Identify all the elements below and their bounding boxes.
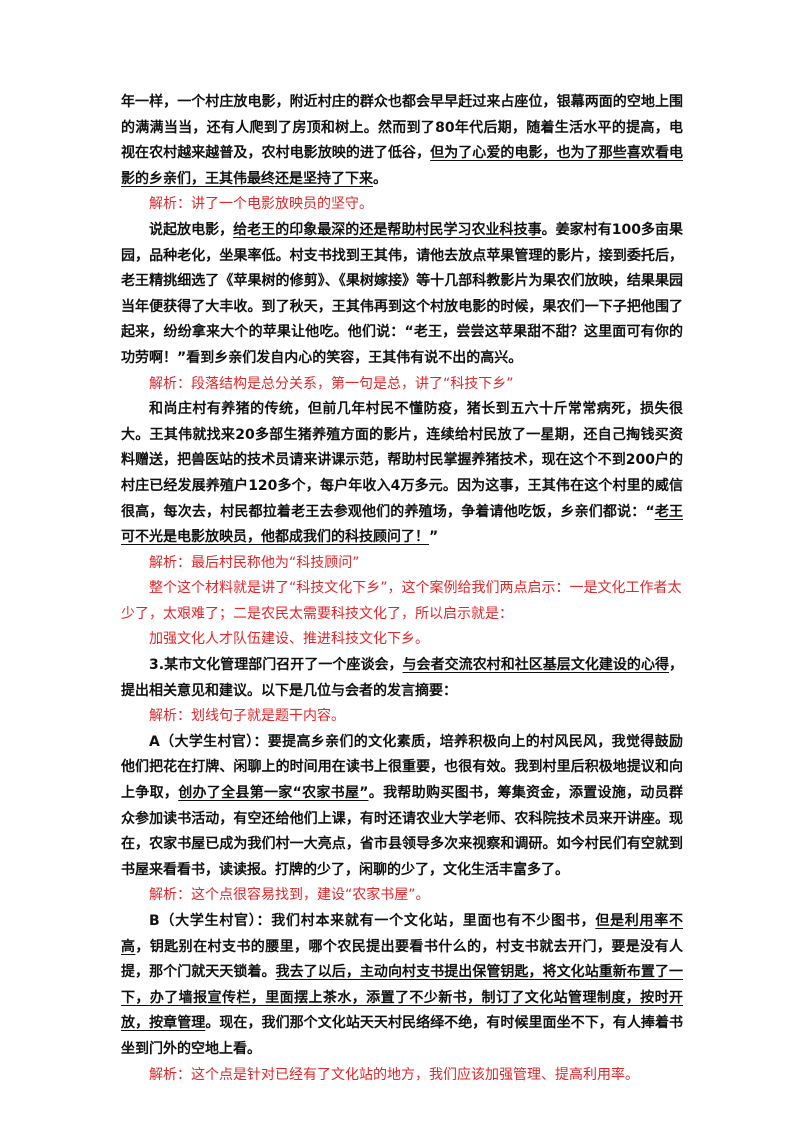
analysis-note: 解析：段落结构是总分关系，第一句是总，讲了“科技下乡”	[149, 375, 514, 392]
analysis-note: 解析：讲了一个电影放映员的坚守。	[149, 196, 373, 213]
paragraph-film-fans: 年一样，一个村庄放电影，附近村庄的群众也都会早早赶过来占座位，银幕两面的空地上围…	[121, 90, 683, 192]
analysis-summary: 整个这个材料就是讲了“科技文化下乡”，这个案例给我们两点启示：一是文化工作者太少…	[121, 580, 682, 622]
text-segment: ”	[429, 529, 439, 546]
text-segment: 年一样，一个村庄放电影，附近村庄的群众也都会早早赶过来占座位，银幕两面的空地上围…	[121, 94, 683, 162]
underlined-text: 创办了全县第一家“农家书屋”	[178, 785, 369, 802]
analysis-note: 解析：这个点是针对已经有了文化站的地方，我们应该加强管理、提高利用率。	[149, 1066, 639, 1083]
text-segment: B（大学生村官）：我们村本来就有一个文化站，里面也有不少图书，	[149, 913, 596, 929]
speaker-a-paragraph: A（大学生村官）：要提高乡亲们的文化素质，培养积极向上的村风民风，我觉得鼓励他们…	[121, 730, 683, 884]
text-segment: ，钥匙别在村支书的腰里，哪个农民提出要看书什么的，村支书就去开门，要是没有人提，…	[121, 938, 683, 981]
analysis-note: 解析：最后村民称他为“科技顾问”	[149, 554, 360, 571]
analysis-conclusion: 加强文化人才队伍建设、推进科技文化下乡。	[149, 631, 429, 648]
question-3-intro: 3.某市文化管理部门召开了一个座谈会，与会者交流农村和社区基层文化建设的心得，提…	[121, 653, 683, 704]
text-segment: 。我帮助购买图书，筹集资金，添置设施，动员群众参加读书活动，有空还给他们上课，有…	[121, 785, 684, 878]
analysis-note: 解析：这个点很容易找到，建设“农家书屋”。	[149, 887, 430, 904]
text-segment: 说起放电影，	[149, 221, 234, 238]
text-segment: A（大学生村官）：要提高乡亲们的文化素质，培养积极向上的村风民风，我觉得鼓励他们…	[121, 733, 683, 802]
paragraph-pig-farming: 和尚庄村有养猪的传统，但前几年村民不懂防疫，猪长到五六十斤常常病死，损失很大。王…	[121, 397, 683, 551]
text-segment: ，提出相关意见和建议。以下是几位与会者的发言摘要：	[121, 657, 683, 699]
underlined-text: 老王可不光是电影放映员，他都成我们的科技顾问了！	[121, 503, 684, 546]
underlined-text: 与会者交流农村和社区基层文化建设的心得	[402, 657, 669, 674]
text-segment: 和尚庄村有养猪的传统，但前几年村民不懂防疫，猪长到五六十斤常常病死，损失很大。王…	[121, 401, 683, 520]
analysis-note: 解析：划线句子就是题干内容。	[149, 708, 345, 725]
document-page: 年一样，一个村庄放电影，附近村庄的群众也都会早早赶过来占座位，银幕两面的空地上围…	[121, 90, 683, 1088]
underlined-text: 给老王的印象最深的还是帮助村民学习农业科技事	[233, 221, 542, 238]
underlined-text: 我去了以后，主动向村支书提出保管钥匙，将文化站重新布置了一下，办了墙报宣传栏，里…	[121, 964, 684, 1032]
text-segment: 。	[373, 170, 387, 187]
text-segment: 。现在，我们那个文化站天天村民络绎不绝，有时候里面坐不下，有人捧着书坐到门外的空…	[121, 1015, 684, 1057]
text-segment: 3.某市文化管理部门召开了一个座谈会，	[149, 657, 403, 674]
paragraph-apple-orchard: 说起放电影，给老王的印象最深的还是帮助村民学习农业科技事。姜家村有100多亩果园…	[121, 218, 683, 372]
underlined-text: 但是利用率不高	[121, 913, 684, 955]
speaker-b-paragraph: B（大学生村官）：我们村本来就有一个文化站，里面也有不少图书，但是利用率不高，钥…	[121, 909, 683, 1063]
text-segment: 。姜家村有100多亩果园，品种老化，坐果率低。村支书找到王其伟，请他去放点苹果管…	[121, 221, 684, 366]
underlined-text: 但为了心爱的电影，也为了那些喜欢看电影的乡亲们，王其伟最终还是坚持了下来	[121, 145, 684, 187]
